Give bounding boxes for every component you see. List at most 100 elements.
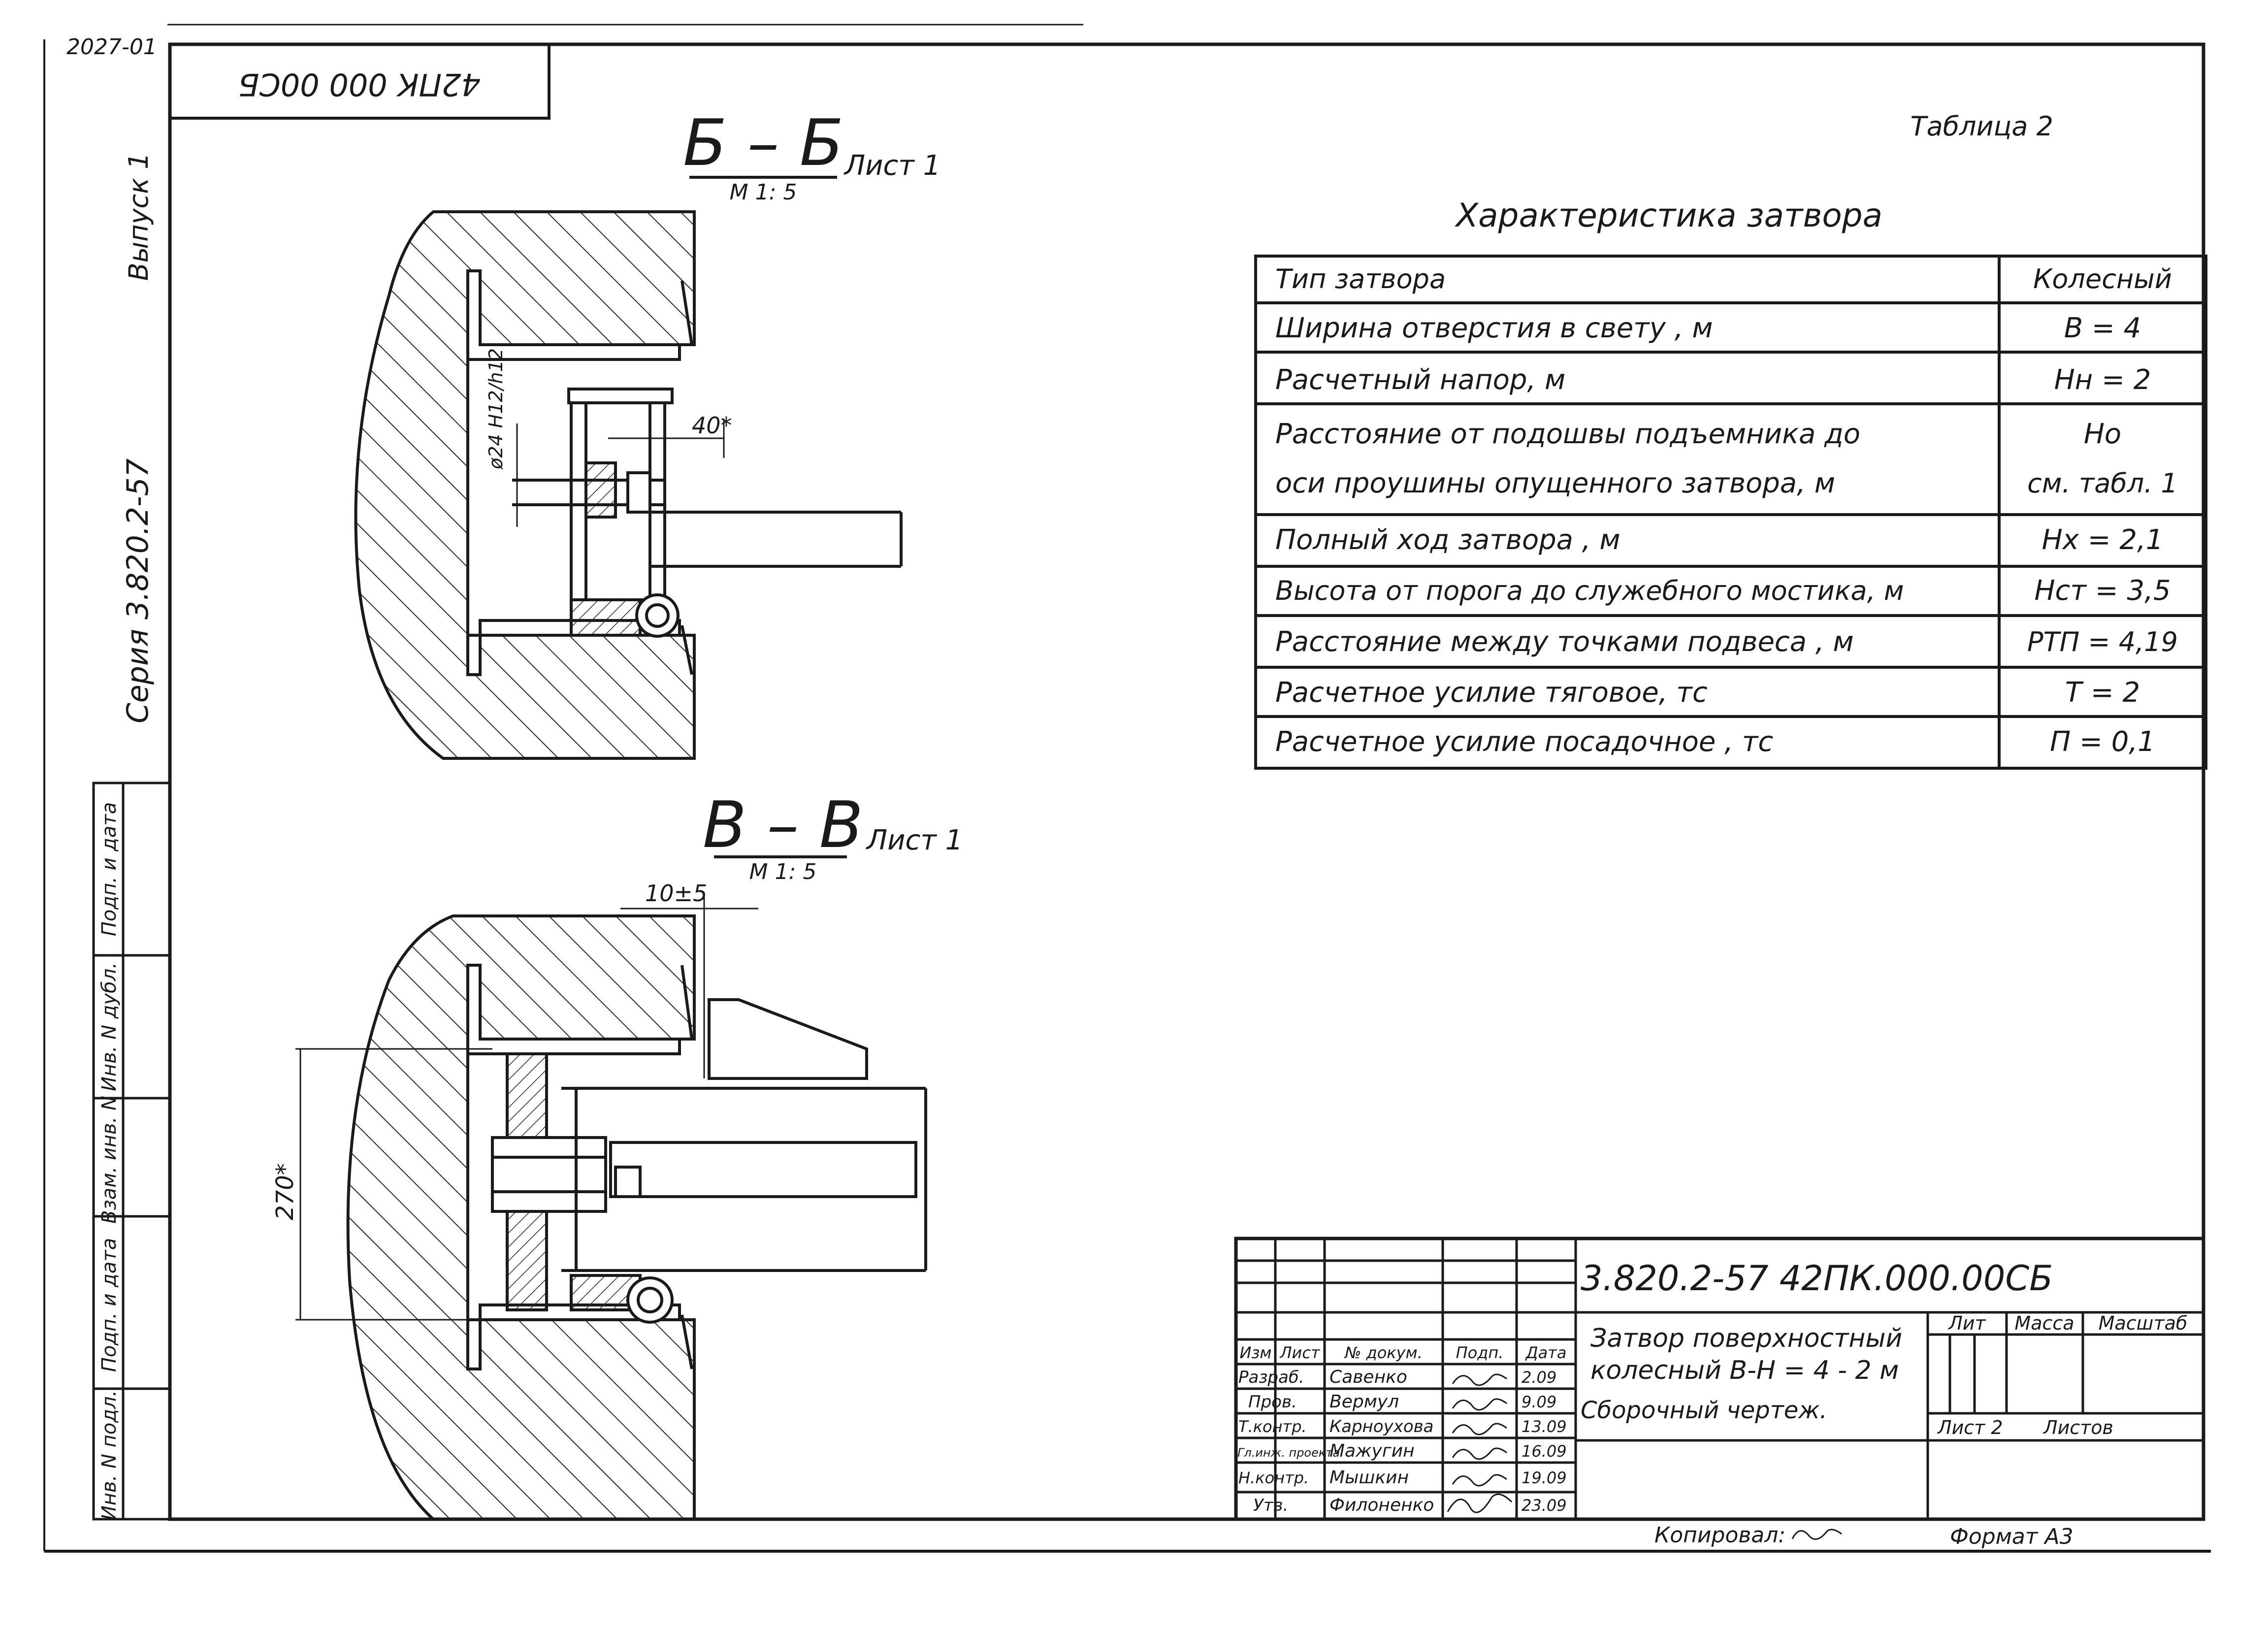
- signatory-name: Савенко: [1329, 1367, 1407, 1387]
- title-block-headers: Изм Лист № докум. Подп. Дата: [1239, 1343, 1566, 1362]
- title-block-name-line3: Сборочный чертеж.: [1581, 1397, 1827, 1424]
- signature-mark: [1452, 1373, 1507, 1386]
- table-cell-value: Т = 2: [2065, 677, 2140, 709]
- signatory-row: Разраб. Савенко 2.09: [1238, 1367, 1556, 1387]
- section-bb-scale: М 1: 5: [730, 180, 797, 205]
- signatory-name: Карноухова: [1329, 1417, 1434, 1436]
- signature-mark: [1452, 1423, 1507, 1435]
- table-caption: Таблица 2: [1911, 111, 2053, 142]
- title-block-listov: Листов: [2042, 1417, 2113, 1438]
- side-stamp-table: [92, 782, 171, 1521]
- signatory-date: 23.09: [1522, 1496, 1567, 1515]
- signatory-role: Утв.: [1253, 1496, 1288, 1515]
- table-cell-value: Нст = 3,5: [2034, 575, 2171, 607]
- signatory-date: 16.09: [1522, 1442, 1567, 1461]
- vypusk-label: Выпуск 1: [123, 153, 154, 281]
- signatory-role: Пров.: [1248, 1392, 1297, 1412]
- title-block-lit: Лит: [1947, 1312, 1986, 1334]
- table-cell-value: В = 4: [2064, 312, 2141, 344]
- table-cell-value: П = 0,1: [2050, 726, 2155, 758]
- corner-code: 2027-01: [66, 34, 157, 60]
- section-vv-scale: М 1: 5: [749, 859, 817, 884]
- table-cell-value: РТП = 4,19: [2027, 626, 2178, 657]
- side-field-vzam-inv: Взам. инв. N: [98, 1096, 121, 1224]
- signatory-date: 19.09: [1522, 1468, 1567, 1487]
- table-row: Расстояние между точками подвеса , м РТП…: [1275, 626, 2178, 658]
- table-cell-param: Расчетное усилие тяговое, тс: [1275, 677, 1708, 709]
- section-vv-dim-height: 270*: [271, 1163, 299, 1220]
- signature-mark: [1452, 1447, 1507, 1460]
- section-vv-drawing: [295, 896, 927, 1521]
- table-cell-param: Ширина отверстия в свету , м: [1275, 312, 1713, 344]
- header-podp: Подп.: [1456, 1343, 1504, 1362]
- table-cell-param: Расстояние от подошвы подъемника до: [1275, 418, 1860, 450]
- table-cell-param: Полный ход затвора , м: [1275, 524, 1620, 556]
- signatory-role: Н.контр.: [1238, 1468, 1309, 1487]
- title-block-massa: Масса: [2014, 1312, 2074, 1334]
- table-row: Расчетное усилие тяговое, тс Т = 2: [1275, 677, 2140, 709]
- table-row: Ширина отверстия в свету , м В = 4: [1275, 312, 2141, 344]
- title-block-masshtab: Масштаб: [2099, 1312, 2188, 1334]
- table-cell-value: Но: [2084, 418, 2121, 450]
- signature-mark: [1452, 1474, 1507, 1487]
- table-title: Характеристика затвора: [1455, 196, 1882, 234]
- table-cell-param: Высота от порога до служебного мостика, …: [1275, 575, 1904, 606]
- section-bb-dim-hole: ø24 H12/h12: [485, 348, 507, 470]
- signatory-role: Гл.инж. проекта: [1237, 1446, 1340, 1460]
- signatory-name: Вермул: [1329, 1392, 1399, 1412]
- header-data: Дата: [1525, 1343, 1567, 1362]
- section-bb-heading: Б – Б М 1: 5 Лист 1: [683, 105, 940, 205]
- signatory-row: Утв. Филоненко 23.09: [1253, 1493, 1567, 1515]
- table-cell-param: Расчетный напор, м: [1275, 364, 1565, 396]
- title-block-list: Лист 2: [1937, 1417, 2003, 1438]
- signature-mark: [1452, 1398, 1507, 1411]
- title-block-name-line2: колесный В-Н = 4 - 2 м: [1590, 1356, 1899, 1385]
- table-row: Расчетный напор, м Нн = 2: [1275, 364, 2151, 396]
- section-vv-label: В – В: [703, 787, 863, 862]
- table-cell-value: Нх = 2,1: [2042, 524, 2164, 556]
- signatory-date: 13.09: [1522, 1417, 1567, 1436]
- section-bb-label: Б – Б: [683, 105, 843, 180]
- table-cell-param: Расчетное усилие посадочное , тс: [1275, 726, 1773, 758]
- signatory-date: 9.09: [1522, 1393, 1556, 1411]
- table-row: Расстояние от подошвы подъемника до оси …: [1275, 418, 2178, 499]
- section-bb-sheet: Лист 1: [843, 150, 940, 182]
- signatory-name: Филоненко: [1329, 1495, 1434, 1515]
- table-cell-value: Нн = 2: [2054, 364, 2151, 396]
- section-vv-sheet: Лист 1: [866, 824, 963, 856]
- table-row: Расчетное усилие посадочное , тс П = 0,1: [1275, 726, 2155, 758]
- table-row: Полный ход затвора , м Нх = 2,1: [1275, 524, 2163, 556]
- table-cell-value-line2: см. табл. 1: [2027, 468, 2178, 499]
- section-vv-heading: В – В М 1: 5 Лист 1: [703, 787, 963, 884]
- signatory-role: Т.контр.: [1238, 1417, 1307, 1436]
- table-cell-value: Колесный: [2033, 263, 2172, 294]
- table-cell-param: Тип затвора: [1275, 263, 1446, 294]
- section-bb-dim-offset: 40*: [692, 412, 732, 439]
- table-row: Тип затвора Колесный: [1275, 263, 2172, 294]
- section-vv-dim-gap: 10±5: [645, 880, 707, 907]
- side-field-inv-podl: Инв. N подл.: [98, 1390, 121, 1520]
- footer-copied: Копировал:: [1654, 1523, 1785, 1548]
- seria-label: Серия 3.820.2-57: [121, 458, 155, 723]
- title-block-name-line1: Затвор поверхностный: [1590, 1324, 1902, 1353]
- table-rows: Тип затвора Колесный Ширина отверстия в …: [1275, 263, 2178, 758]
- side-field-inv-dubl: Инв. N дубл.: [98, 962, 121, 1091]
- table-row: Высота от порога до служебного мостика, …: [1275, 575, 2171, 607]
- copied-signature-mark: [1791, 1529, 1842, 1540]
- section-bb-drawing: [354, 210, 903, 760]
- signatory-row: Т.контр. Карноухова 13.09: [1238, 1417, 1567, 1436]
- title-block-designation: 3.820.2-57 42ПК.000.00СБ: [1581, 1258, 2053, 1299]
- table-cell-param: Расстояние между точками подвеса , м: [1275, 626, 1854, 658]
- title-block-grid: [1234, 1237, 2205, 1521]
- header-dokum: № докум.: [1344, 1343, 1423, 1362]
- signatory-row: Гл.инж. проекта Мажугин 16.09: [1237, 1441, 1567, 1461]
- footer-format: Формат А3: [1950, 1524, 2074, 1549]
- signatory-role: Разраб.: [1238, 1368, 1304, 1387]
- flipped-designation: 42ПК 000 00СБ: [238, 66, 481, 102]
- side-field-podp-data-2: Подп. и дата: [98, 802, 121, 936]
- signature-mark: [1447, 1493, 1513, 1513]
- header-izm: Изм: [1239, 1343, 1271, 1362]
- header-list: Лист: [1279, 1343, 1320, 1362]
- signatory-row: Н.контр. Мышкин 19.09: [1238, 1467, 1567, 1488]
